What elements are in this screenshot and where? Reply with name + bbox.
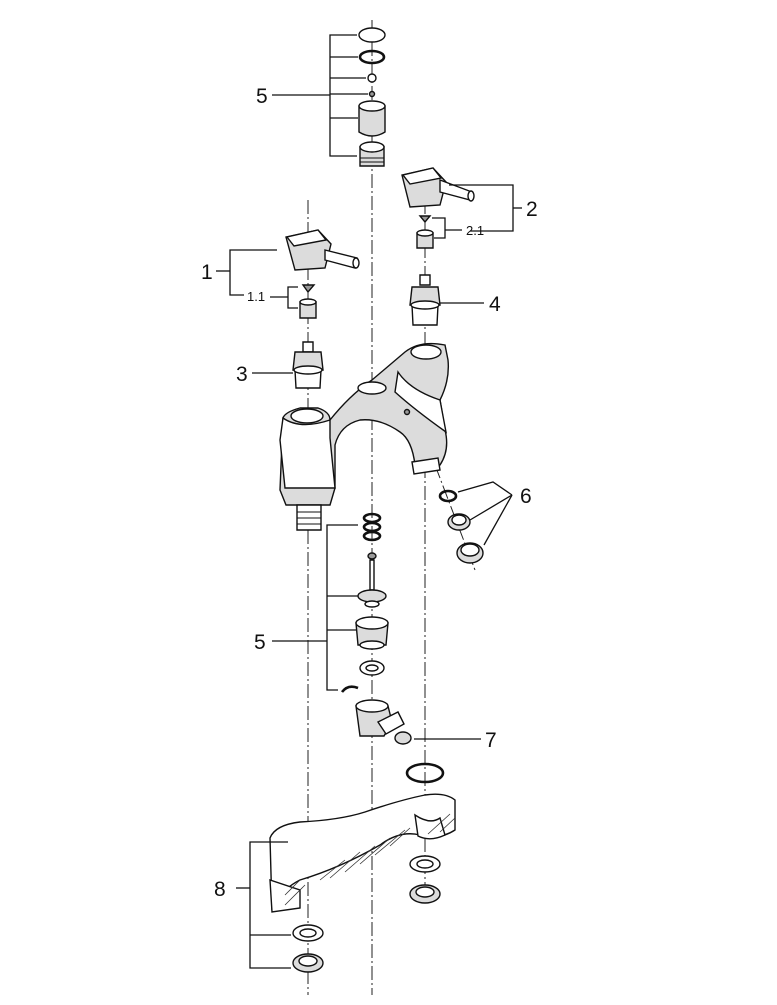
left-handle-screw [301, 284, 316, 294]
callout-5-bottom: 5 [254, 631, 266, 654]
callout-3: 3 [236, 363, 248, 386]
small-washer [367, 73, 377, 83]
callout-1-1: 1.1 [247, 289, 265, 304]
callout-7: 7 [485, 729, 497, 752]
left-port [290, 408, 324, 424]
connector-nipple [394, 731, 412, 745]
aerator-group [438, 481, 513, 564]
aerator-washer [438, 489, 458, 503]
right-handle [401, 167, 522, 326]
small-screw [368, 90, 376, 98]
right-handle-screw [418, 215, 432, 224]
diverter-stem [369, 559, 375, 591]
top-diverter-stack [272, 27, 386, 167]
left-cartridge-body [292, 351, 324, 371]
brand-mark [403, 408, 411, 416]
diverter-knob [358, 105, 386, 137]
diverter-disc [357, 589, 387, 603]
right-handle-lever [439, 178, 473, 201]
callout-2-1: 2.1 [466, 223, 484, 238]
deck-hatching [284, 813, 456, 906]
callout-8: 8 [214, 878, 226, 901]
right-deck-oring [405, 762, 445, 784]
center-port [357, 381, 387, 395]
cap-disc [358, 27, 386, 43]
callout-6: 6 [520, 485, 532, 508]
right-cartridge-body [409, 286, 441, 306]
left-handle-lever [324, 249, 358, 269]
callout-1: 1 [201, 261, 213, 284]
callout-2: 2 [526, 198, 538, 221]
callout-4: 4 [489, 293, 501, 316]
faucet-body [279, 342, 450, 531]
spout-outlet [411, 457, 441, 475]
left-handle [216, 229, 360, 389]
lower-diverter-stack [272, 512, 389, 693]
connector-group [355, 699, 481, 745]
deck-section [269, 793, 456, 911]
cap-oring [358, 49, 386, 65]
callout-5-top: 5 [256, 85, 268, 108]
callout-labels: 5 2 2.1 1 1.1 4 3 6 5 7 8 [201, 85, 538, 901]
retaining-clip [340, 685, 359, 693]
deck-and-seals [236, 762, 456, 973]
right-port [410, 344, 442, 360]
